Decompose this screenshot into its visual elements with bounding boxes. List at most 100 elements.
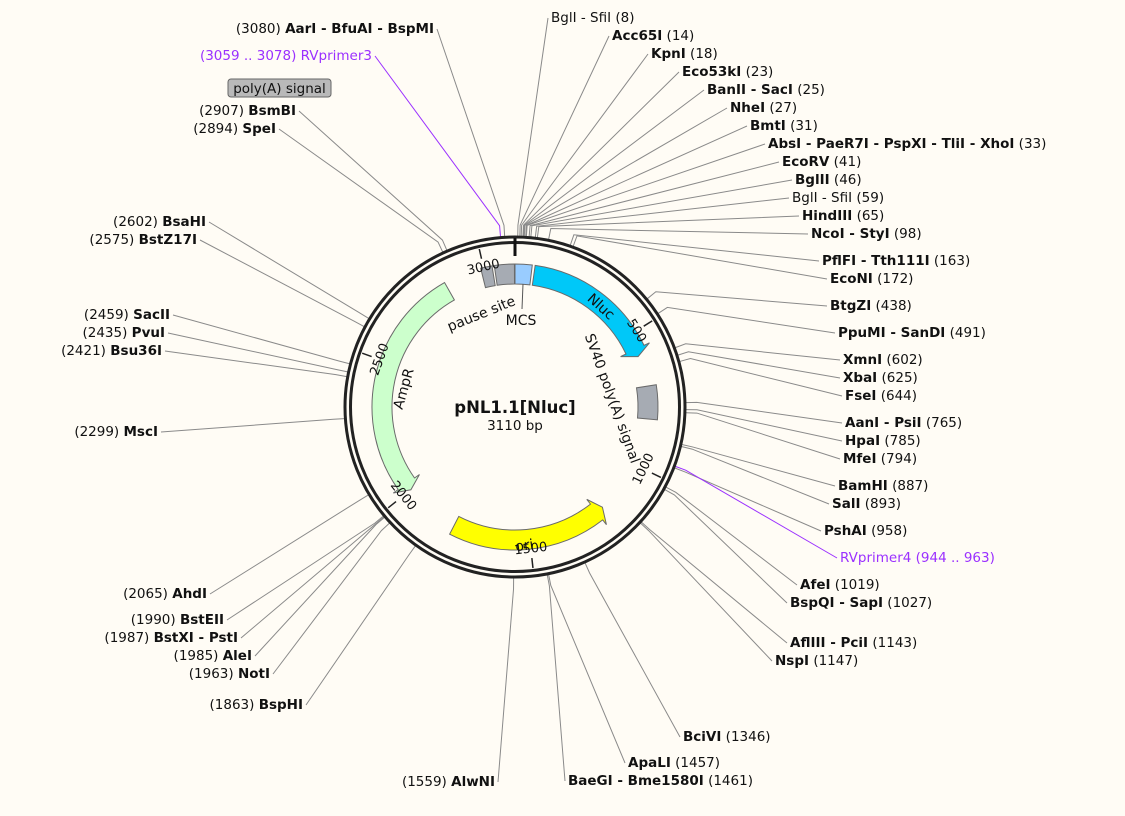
restriction-site-label[interactable]: (2065) AhdI (123, 586, 207, 602)
restriction-site-label[interactable]: PpuMI - SanDI (491) (838, 325, 986, 341)
restriction-site-label[interactable]: BspQI - SapI (1027) (790, 595, 932, 611)
restriction-site-label[interactable]: BciVI (1346) (683, 729, 771, 745)
restriction-site-label[interactable]: BglI - SfiI (59) (792, 190, 884, 206)
restriction-site-label[interactable]: (2459) SacII (84, 307, 170, 323)
restriction-site-label[interactable]: (3080) AarI - BfuAI - BspMI (236, 21, 434, 37)
restriction-site-label[interactable]: XbaI (625) (843, 370, 918, 386)
site-name: AbsI - PaeR7I - PspXI - TliI - XhoI (768, 136, 1014, 152)
restriction-site-label[interactable]: (1559) AlwNI (402, 774, 495, 790)
restriction-site-label[interactable]: AanI - PsiI (765) (845, 415, 962, 431)
site-name: XmnI (843, 352, 882, 368)
restriction-site-label[interactable]: NspI (1147) (775, 653, 858, 669)
restriction-site-label[interactable]: (1987) BstXI - PstI (104, 630, 238, 646)
restriction-site-label[interactable]: AfeI (1019) (800, 577, 880, 593)
site-name: FseI (845, 388, 876, 404)
restriction-site-label[interactable]: (1963) NotI (189, 666, 270, 682)
restriction-site-label[interactable]: FseI (644) (845, 388, 917, 404)
restriction-site-label[interactable]: AflIII - PciI (1143) (790, 635, 917, 651)
site-position: (1019) (831, 577, 880, 593)
tick-mark (531, 557, 534, 569)
restriction-site-label[interactable]: (2907) BsmBI (199, 103, 296, 119)
site-position: (1559) (402, 774, 451, 790)
leader-line (675, 343, 841, 361)
mcs-label-line (521, 283, 524, 310)
feature-ori[interactable] (448, 498, 607, 551)
restriction-site-label[interactable]: (2299) MscI (74, 424, 158, 440)
site-position: (1985) (174, 648, 223, 664)
ori-label[interactable]: ori (514, 537, 534, 555)
restriction-site-label[interactable]: HpaI (785) (845, 433, 921, 449)
leader-line (674, 467, 822, 532)
polya-signal-box-label: poly(A) signal (233, 81, 326, 97)
restriction-site-label[interactable]: Eco53kI (23) (682, 64, 773, 80)
leader-line (640, 522, 773, 662)
restriction-site-label[interactable]: BglII (46) (795, 172, 862, 188)
restriction-site-label[interactable]: (1990) BstEII (131, 612, 224, 628)
site-name: BspQI - SapI (790, 595, 883, 611)
restriction-site-label[interactable]: (2602) BsaHI (113, 214, 206, 230)
restriction-site-label[interactable]: Acc65I (14) (612, 28, 694, 44)
restriction-site-label[interactable]: (1863) BspHI (210, 697, 304, 713)
restriction-site-label[interactable]: BaeGI - Bme1580I (1461) (568, 773, 753, 789)
restriction-site-label[interactable]: BamHI (887) (838, 478, 928, 494)
restriction-site-label[interactable]: SalI (893) (832, 496, 901, 512)
restriction-site-label[interactable]: BtgZI (438) (830, 298, 912, 314)
primer-label[interactable]: (3059 .. 3078) RVprimer3 (200, 48, 372, 64)
leader-line (254, 517, 385, 657)
site-position: (8) (611, 10, 634, 26)
feature-ampr[interactable] (371, 281, 456, 494)
restriction-site-label[interactable]: BanII - SacI (25) (707, 82, 825, 98)
site-position: (2894) (193, 121, 242, 137)
leader-line (641, 521, 788, 644)
restriction-site-label[interactable]: PshAI (958) (824, 523, 907, 539)
leader-line (677, 351, 841, 379)
tick-label: 1500 (514, 540, 549, 559)
site-name: AfeI (800, 577, 831, 593)
restriction-site-label[interactable]: (2421) Bsu36I (61, 343, 162, 359)
site-position: (958) (867, 523, 908, 539)
polya-signal-box[interactable]: poly(A) signal (227, 78, 332, 98)
feature-mcs[interactable] (514, 263, 533, 286)
leader-line (572, 235, 828, 280)
primer-label[interactable]: RVprimer4 (944 .. 963) (840, 550, 995, 566)
site-name: BglI - SfiI (792, 190, 852, 206)
restriction-site-label[interactable]: NheI (27) (730, 100, 797, 116)
leader-line (569, 234, 820, 262)
restriction-site-label[interactable]: (1985) AleI (174, 648, 252, 664)
restriction-site-label[interactable]: NcoI - StyI (98) (811, 226, 922, 242)
site-position: (3080) (236, 21, 285, 37)
restriction-site-label[interactable]: BmtI (31) (750, 118, 818, 134)
leader-line (665, 486, 798, 586)
restriction-site-label[interactable]: AbsI - PaeR7I - PspXI - TliI - XhoI (33) (768, 136, 1046, 152)
site-name: AflIII - PciI (790, 635, 868, 651)
restriction-site-label[interactable]: (2575) BstZ17I (89, 232, 197, 248)
leader-line (534, 197, 790, 238)
site-position: (1457) (671, 755, 720, 771)
restriction-site-label[interactable]: BglI - SfiI (8) (551, 10, 635, 26)
feature-arcs (371, 263, 659, 551)
tick-mark (643, 320, 653, 327)
restriction-site-label[interactable]: EcoRV (41) (782, 154, 861, 170)
restriction-site-label[interactable]: PflFI - Tth111I (163) (822, 253, 970, 269)
feature-nluc[interactable] (531, 264, 650, 358)
restriction-site-label[interactable]: (2435) PvuI (82, 325, 165, 341)
restriction-site-label[interactable]: HindIII (65) (802, 208, 884, 224)
leader-line (664, 489, 788, 604)
restriction-site-label[interactable]: MfeI (794) (843, 451, 917, 467)
site-name: KpnI (651, 46, 686, 62)
feature-pause-site[interactable] (480, 265, 496, 289)
restriction-site-label[interactable]: XmnI (602) (843, 352, 923, 368)
leader-line (172, 314, 350, 365)
site-position: (14) (662, 28, 694, 44)
leader-line (546, 574, 566, 782)
restriction-site-label[interactable]: KpnI (18) (651, 46, 718, 62)
leader-line (523, 107, 728, 237)
site-position: (65) (852, 208, 884, 224)
mcs-label[interactable]: MCS (506, 313, 537, 329)
restriction-site-label[interactable]: EcoNI (172) (830, 271, 913, 287)
restriction-site-label[interactable]: (2894) SpeI (193, 121, 276, 137)
restriction-site-label[interactable]: ApaLI (1457) (628, 755, 720, 771)
feature-sv40-poly-a-signal[interactable] (635, 384, 659, 421)
site-position: (23) (741, 64, 773, 80)
site-name: NotI (238, 666, 270, 682)
